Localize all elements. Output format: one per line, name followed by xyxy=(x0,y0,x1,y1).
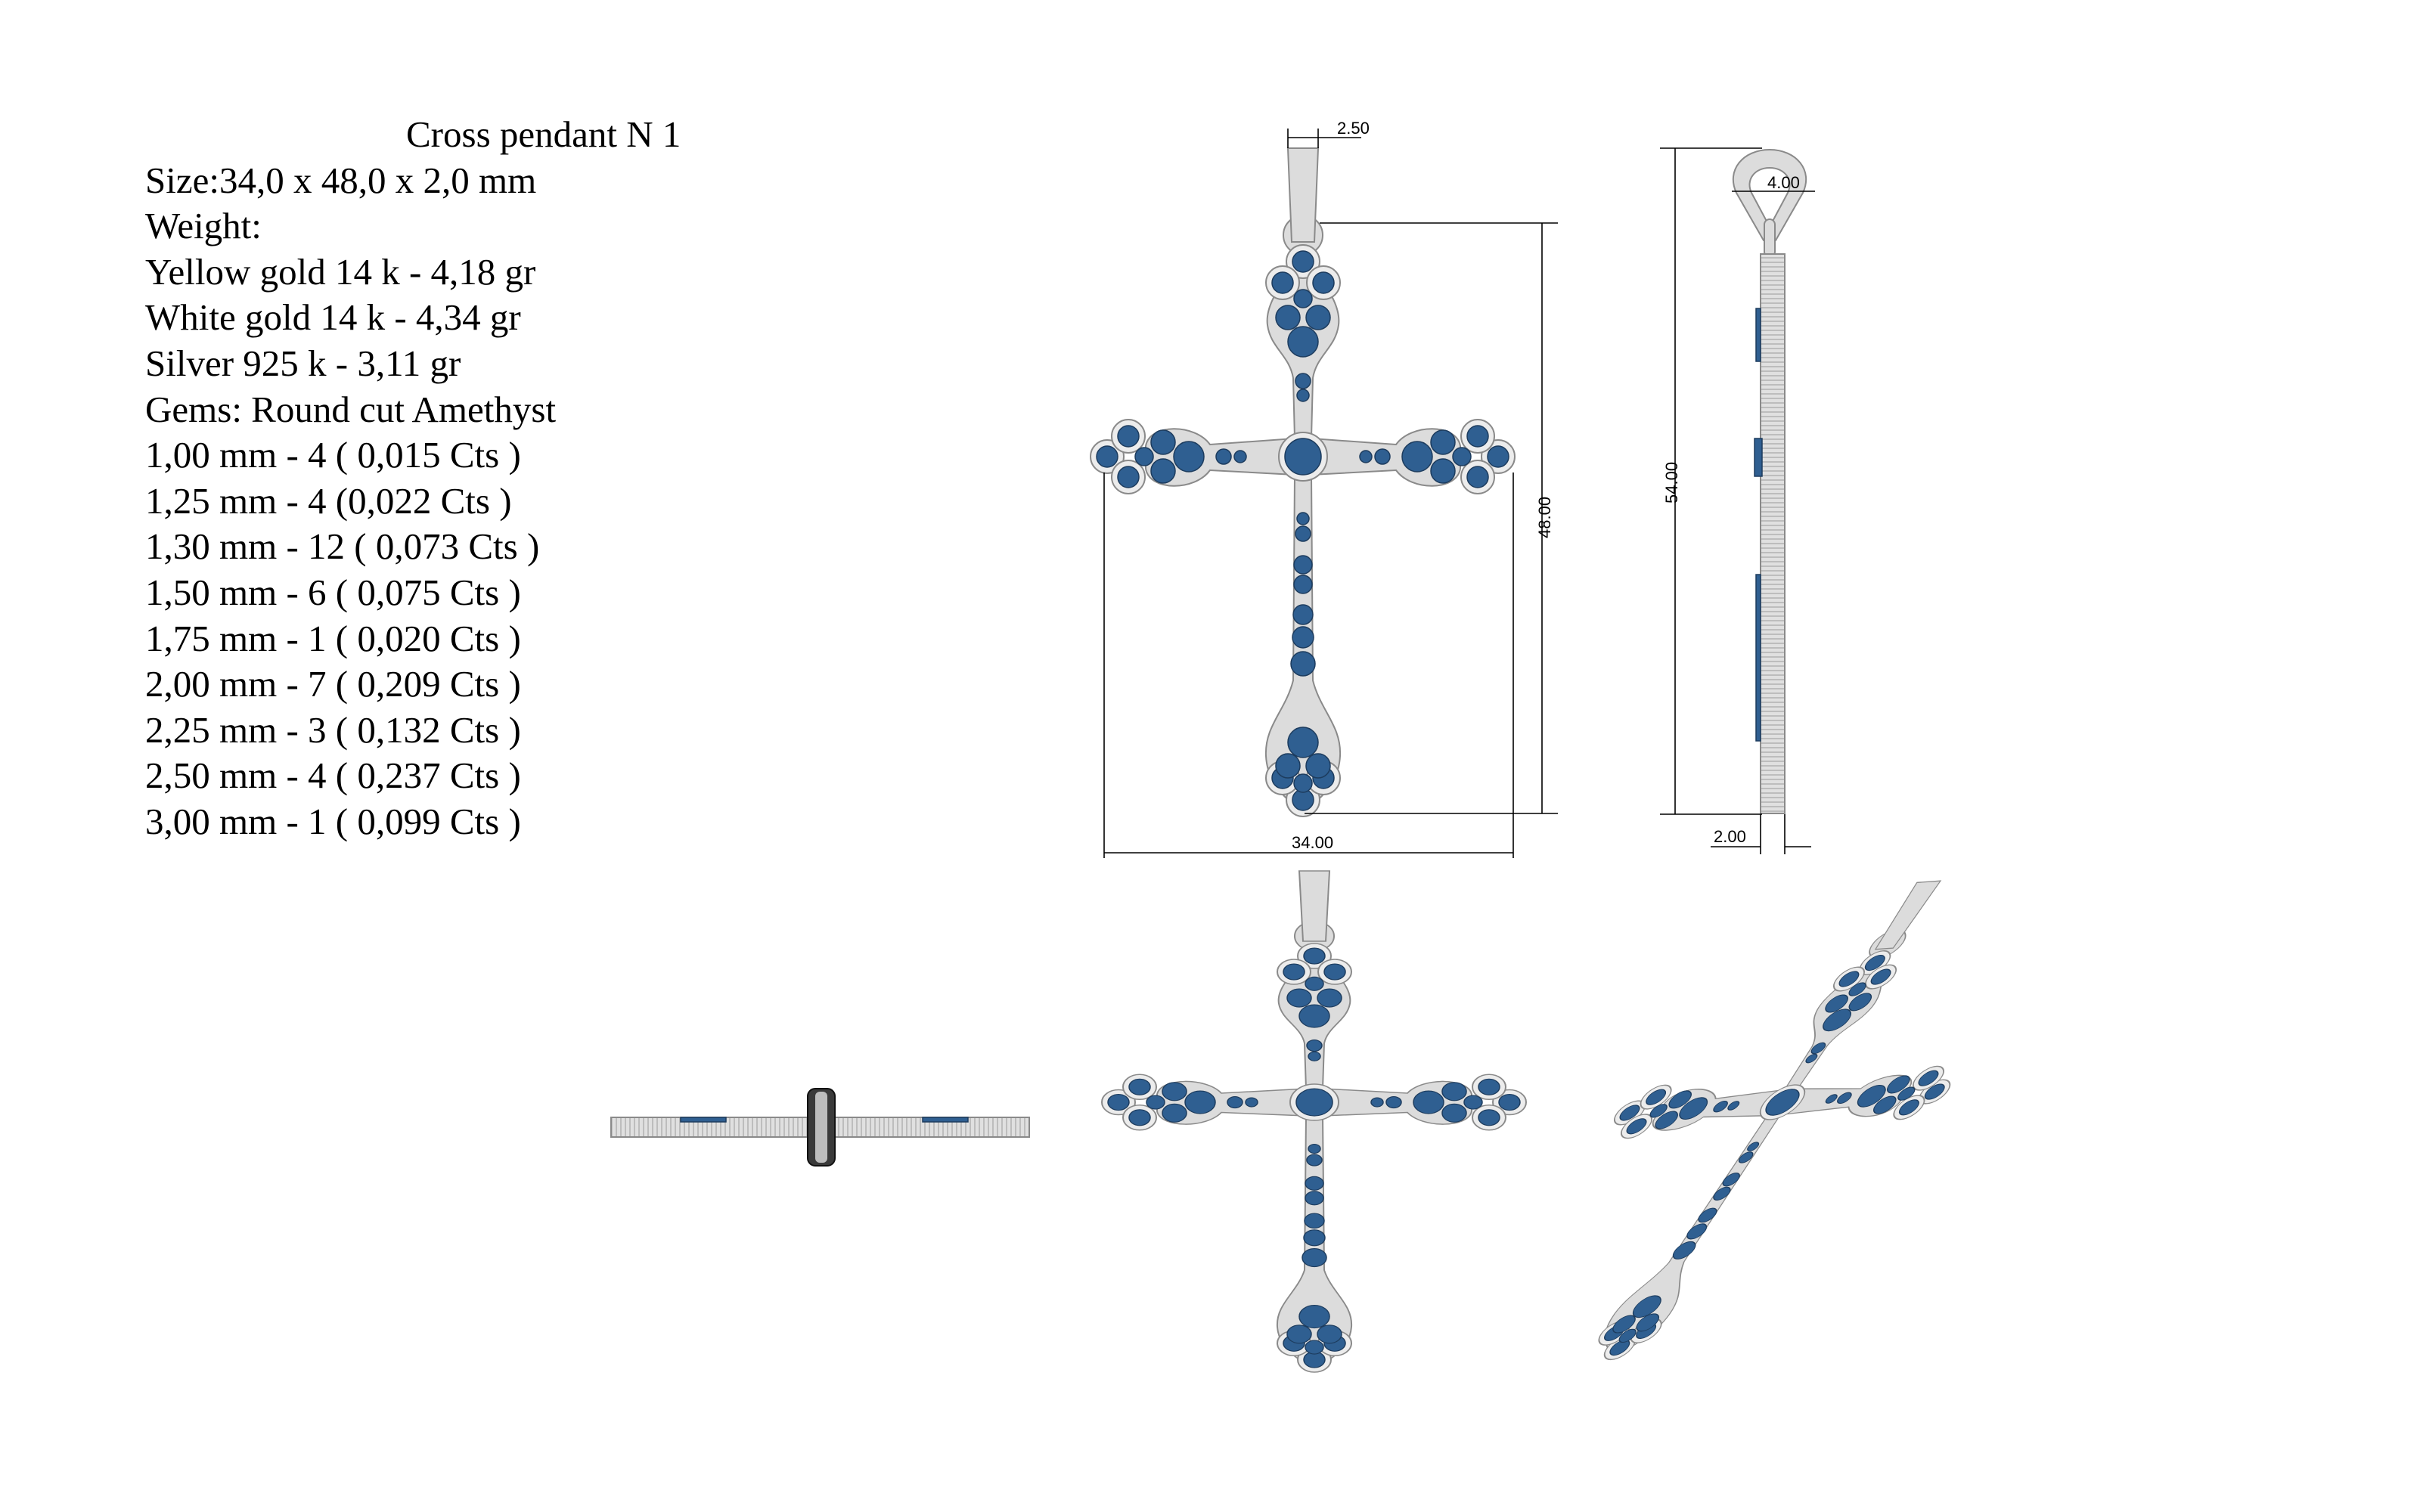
perspective-angled-view xyxy=(1445,869,2095,1372)
dim-height: 48.00 xyxy=(1535,497,1554,538)
spec-weight-label: Weight: xyxy=(145,205,262,247)
gem-line: 2,25 mm - 3 ( 0,132 Cts ) xyxy=(145,708,521,751)
gem-line: 1,50 mm - 6 ( 0,075 Cts ) xyxy=(145,571,521,613)
side-view: 54.00 4.00 2.00 xyxy=(1660,147,1815,854)
spec-gems-label: Gems: Round cut Amethyst xyxy=(145,388,557,430)
front-view: 2.50 48.00 34.00 xyxy=(1090,119,1558,858)
specification-text: Cross pendant N 1 Size:34,0 x 48,0 x 2,0… xyxy=(145,112,681,845)
spec-weight-silver: Silver 925 k - 3,11 gr xyxy=(145,342,461,384)
gem-line: 3,00 mm - 1 ( 0,099 Cts ) xyxy=(145,800,521,842)
dim-total-height: 54.00 xyxy=(1662,462,1681,503)
dim-width: 34.00 xyxy=(1292,833,1333,852)
gem-line: 1,00 mm - 4 ( 0,015 Cts ) xyxy=(145,434,521,476)
dim-thickness: 2.00 xyxy=(1714,827,1746,846)
spec-size: Size:34,0 x 48,0 x 2,0 mm xyxy=(145,159,537,201)
dim-bail-width: 2.50 xyxy=(1337,119,1370,138)
dim-bail-loop: 4.00 xyxy=(1767,173,1800,192)
gem-line: 2,50 mm - 4 ( 0,237 Cts ) xyxy=(145,754,521,797)
gem-line: 1,75 mm - 1 ( 0,020 Cts ) xyxy=(145,617,521,659)
spec-weight-yellow: Yellow gold 14 k - 4,18 gr xyxy=(145,250,536,293)
gem-line: 1,25 mm - 4 (0,022 Cts ) xyxy=(145,479,512,522)
perspective-front-view xyxy=(1101,870,1527,1373)
gem-line: 1,30 mm - 12 ( 0,073 Cts ) xyxy=(145,525,540,568)
spec-weight-white: White gold 14 k - 4,34 gr xyxy=(145,296,521,339)
top-view xyxy=(610,1088,1030,1167)
gem-line: 2,00 mm - 7 ( 0,209 Cts ) xyxy=(145,663,521,705)
spec-title: Cross pendant N 1 xyxy=(406,113,681,155)
